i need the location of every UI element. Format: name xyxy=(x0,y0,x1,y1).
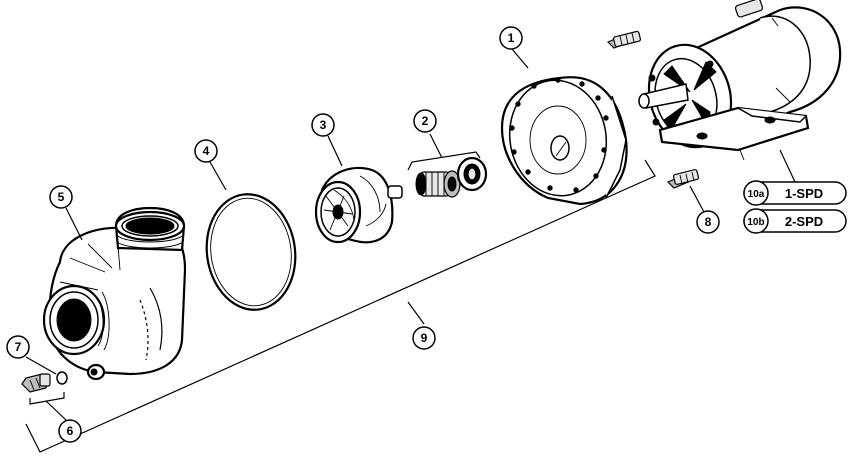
motor-option-10a: 10a 1-SPD xyxy=(743,180,847,206)
callout-9-label: 9 xyxy=(421,331,428,345)
callout-4-label: 4 xyxy=(203,144,210,158)
callout-3-label: 3 xyxy=(320,118,327,132)
drain-plug-part xyxy=(21,373,51,393)
motor-mount-bolt-top xyxy=(606,30,641,49)
motor-option-10b-text: 2-SPD xyxy=(785,214,823,229)
seal-plate-bolt-holes xyxy=(509,77,609,193)
assembly-bracket-line xyxy=(25,159,656,453)
callout-1: 1 xyxy=(499,26,529,69)
callout-6: 6 xyxy=(58,419,82,443)
drain-plug-bracket xyxy=(29,392,67,421)
callout-2-label: 2 xyxy=(422,114,429,128)
callout-3: 3 xyxy=(311,113,343,167)
pump-housing-part xyxy=(42,206,187,381)
motor-option-10b: 10b 2-SPD xyxy=(743,208,847,234)
housing-oring-part xyxy=(205,193,297,311)
callout-7: 7 xyxy=(6,335,57,375)
motor-option-10b-code: 10b xyxy=(747,217,764,228)
callout-8: 8 xyxy=(696,210,720,234)
callout-2: 2 xyxy=(413,109,437,133)
callout-9: 9 xyxy=(412,326,436,350)
callout-1-label: 1 xyxy=(508,31,515,45)
callout-8-label: 8 xyxy=(705,215,712,229)
callout-5: 5 xyxy=(49,185,83,241)
motor-mount-bolt-lower xyxy=(666,169,705,213)
impeller-part xyxy=(314,166,403,244)
shaft-seal-part xyxy=(415,156,488,198)
motor-option-10a-text: 1-SPD xyxy=(785,186,823,201)
seal-plate-part xyxy=(500,76,628,206)
callout-4: 4 xyxy=(194,139,227,191)
motor-part xyxy=(638,0,842,185)
callout-7-label: 7 xyxy=(15,340,22,354)
callout-6-label: 6 xyxy=(67,424,74,438)
shaft-seal-bracket xyxy=(407,133,481,171)
motor-option-10a-code: 10a xyxy=(748,189,765,200)
callout-5-label: 5 xyxy=(58,190,65,204)
drain-oring-part xyxy=(56,371,68,385)
